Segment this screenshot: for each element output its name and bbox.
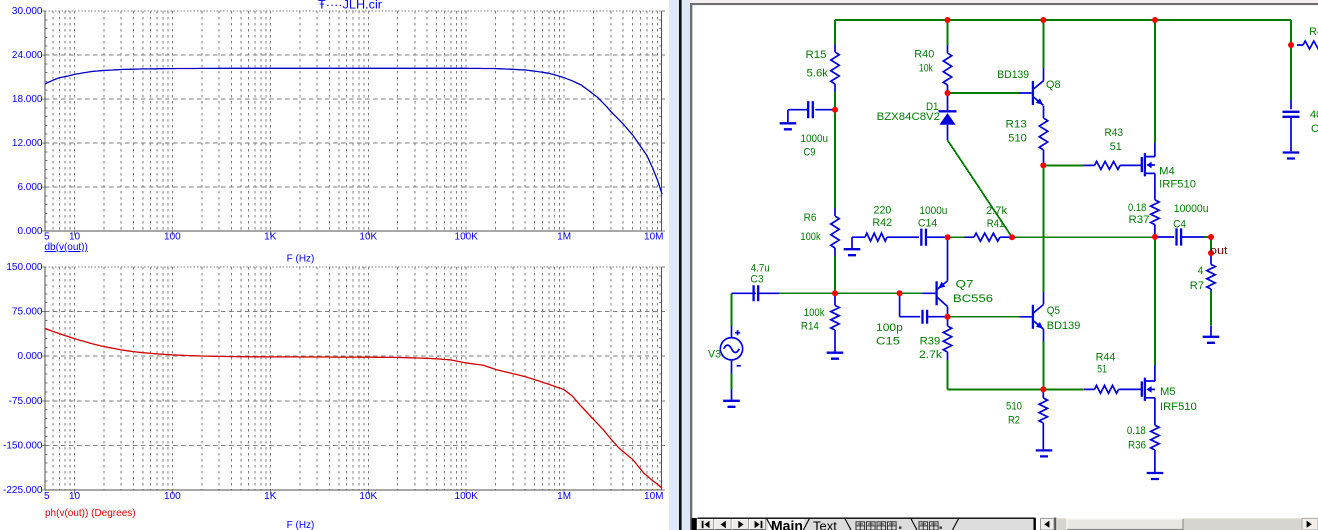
svg-text:10000u: 10000u xyxy=(1174,203,1209,215)
svg-text:51: 51 xyxy=(1110,141,1122,153)
svg-text:4: 4 xyxy=(1198,265,1204,277)
svg-text:F (Hz): F (Hz) xyxy=(287,520,315,530)
svg-text:30.000: 30.000 xyxy=(12,6,43,17)
svg-text:BZX84C8V2: BZX84C8V2 xyxy=(877,111,940,123)
svg-text:R6: R6 xyxy=(804,212,817,224)
svg-text:100: 100 xyxy=(164,232,181,243)
svg-text:C1: C1 xyxy=(1311,123,1318,135)
svg-text:C9: C9 xyxy=(804,147,816,159)
svg-text:10K: 10K xyxy=(359,491,377,502)
svg-text:10M: 10M xyxy=(644,491,663,502)
svg-text:R7: R7 xyxy=(1190,280,1204,292)
svg-text:F (Hz): F (Hz) xyxy=(287,254,315,265)
svg-text:out: out xyxy=(1210,245,1228,257)
svg-text:R37: R37 xyxy=(1129,214,1150,226)
svg-text:2.7k: 2.7k xyxy=(919,349,943,361)
svg-text:R4: R4 xyxy=(1309,26,1318,38)
svg-text:Q5: Q5 xyxy=(1047,305,1060,317)
svg-text:BD139: BD139 xyxy=(997,69,1029,81)
svg-text:R36: R36 xyxy=(1128,440,1146,452)
svg-text:0.18: 0.18 xyxy=(1128,202,1146,214)
svg-text:V3: V3 xyxy=(708,349,721,361)
svg-text:10k: 10k xyxy=(919,63,933,75)
svg-text:24.000: 24.000 xyxy=(12,50,43,61)
svg-text:10: 10 xyxy=(69,232,81,243)
svg-text:1M: 1M xyxy=(557,232,571,243)
svg-text:R39: R39 xyxy=(920,336,941,348)
svg-text:R40: R40 xyxy=(914,49,934,61)
svg-text:D1: D1 xyxy=(926,101,939,113)
svg-text:5: 5 xyxy=(44,232,50,243)
svg-text:51: 51 xyxy=(1097,364,1107,376)
svg-text:C14: C14 xyxy=(918,217,937,229)
svg-text:-150.000: -150.000 xyxy=(3,440,43,451)
svg-text:Main: Main xyxy=(771,518,803,530)
svg-text:5.6k: 5.6k xyxy=(807,68,829,80)
svg-text:10K: 10K xyxy=(359,232,377,243)
svg-text:1000u: 1000u xyxy=(919,205,947,217)
svg-text:BD139: BD139 xyxy=(1047,320,1081,332)
svg-text:BC556: BC556 xyxy=(953,293,993,305)
svg-text:100K: 100K xyxy=(455,491,479,502)
svg-text:75.000: 75.000 xyxy=(12,307,43,318)
svg-text:1000u: 1000u xyxy=(801,133,829,145)
svg-text:10: 10 xyxy=(69,491,81,502)
svg-text:R43: R43 xyxy=(1105,127,1124,139)
svg-text:100p: 100p xyxy=(876,322,903,334)
svg-text:C4: C4 xyxy=(1173,218,1186,230)
svg-text:1M: 1M xyxy=(557,491,571,502)
svg-text:2.7k: 2.7k xyxy=(986,205,1007,217)
svg-text:100K: 100K xyxy=(455,232,479,243)
svg-text:R42: R42 xyxy=(872,217,892,229)
svg-text:220: 220 xyxy=(874,205,892,217)
svg-text:-225.000: -225.000 xyxy=(3,485,43,496)
svg-text:0.000: 0.000 xyxy=(17,351,42,362)
svg-text:5: 5 xyxy=(44,491,50,502)
svg-text:0.18: 0.18 xyxy=(1127,425,1146,437)
svg-text:0.000: 0.000 xyxy=(17,226,42,237)
svg-text:IRF510: IRF510 xyxy=(1159,179,1196,191)
svg-text:6.000: 6.000 xyxy=(17,182,42,193)
svg-text:510: 510 xyxy=(1006,401,1022,413)
svg-text:150.000: 150.000 xyxy=(6,262,43,273)
svg-text:12.000: 12.000 xyxy=(12,138,43,149)
svg-text:4.7u: 4.7u xyxy=(751,263,770,275)
svg-text:R44: R44 xyxy=(1096,352,1116,364)
svg-text:R14: R14 xyxy=(801,320,819,332)
svg-text:C15: C15 xyxy=(876,336,900,348)
svg-text:R2: R2 xyxy=(1008,415,1020,427)
svg-text:Text: Text xyxy=(813,519,837,530)
svg-text:1K: 1K xyxy=(264,232,277,243)
svg-text:db(v(out)): db(v(out)) xyxy=(45,242,88,253)
svg-text:18.000: 18.000 xyxy=(12,94,43,105)
svg-text:R41: R41 xyxy=(987,218,1005,230)
svg-text:100k: 100k xyxy=(804,307,825,319)
svg-text:100: 100 xyxy=(164,491,181,502)
svg-text:Q7: Q7 xyxy=(956,279,974,291)
svg-text:Ŧ····JLH.cir: Ŧ····JLH.cir xyxy=(318,0,382,12)
svg-text:40: 40 xyxy=(1310,109,1318,121)
svg-text:Q8: Q8 xyxy=(1046,79,1061,91)
svg-text:M4: M4 xyxy=(1159,166,1175,178)
svg-text:10M: 10M xyxy=(644,232,663,243)
svg-text:M5: M5 xyxy=(1160,386,1176,398)
svg-text:100k: 100k xyxy=(800,231,821,243)
svg-text:R13: R13 xyxy=(1006,118,1027,130)
svg-text:-75.000: -75.000 xyxy=(9,396,43,407)
svg-text:R15: R15 xyxy=(806,49,827,61)
svg-text:1K: 1K xyxy=(264,491,277,502)
svg-text:IRF510: IRF510 xyxy=(1160,401,1197,413)
svg-text:C3: C3 xyxy=(750,273,763,285)
svg-text:ph(v(out)) (Degrees): ph(v(out)) (Degrees) xyxy=(45,508,136,519)
svg-text:510: 510 xyxy=(1008,132,1027,144)
